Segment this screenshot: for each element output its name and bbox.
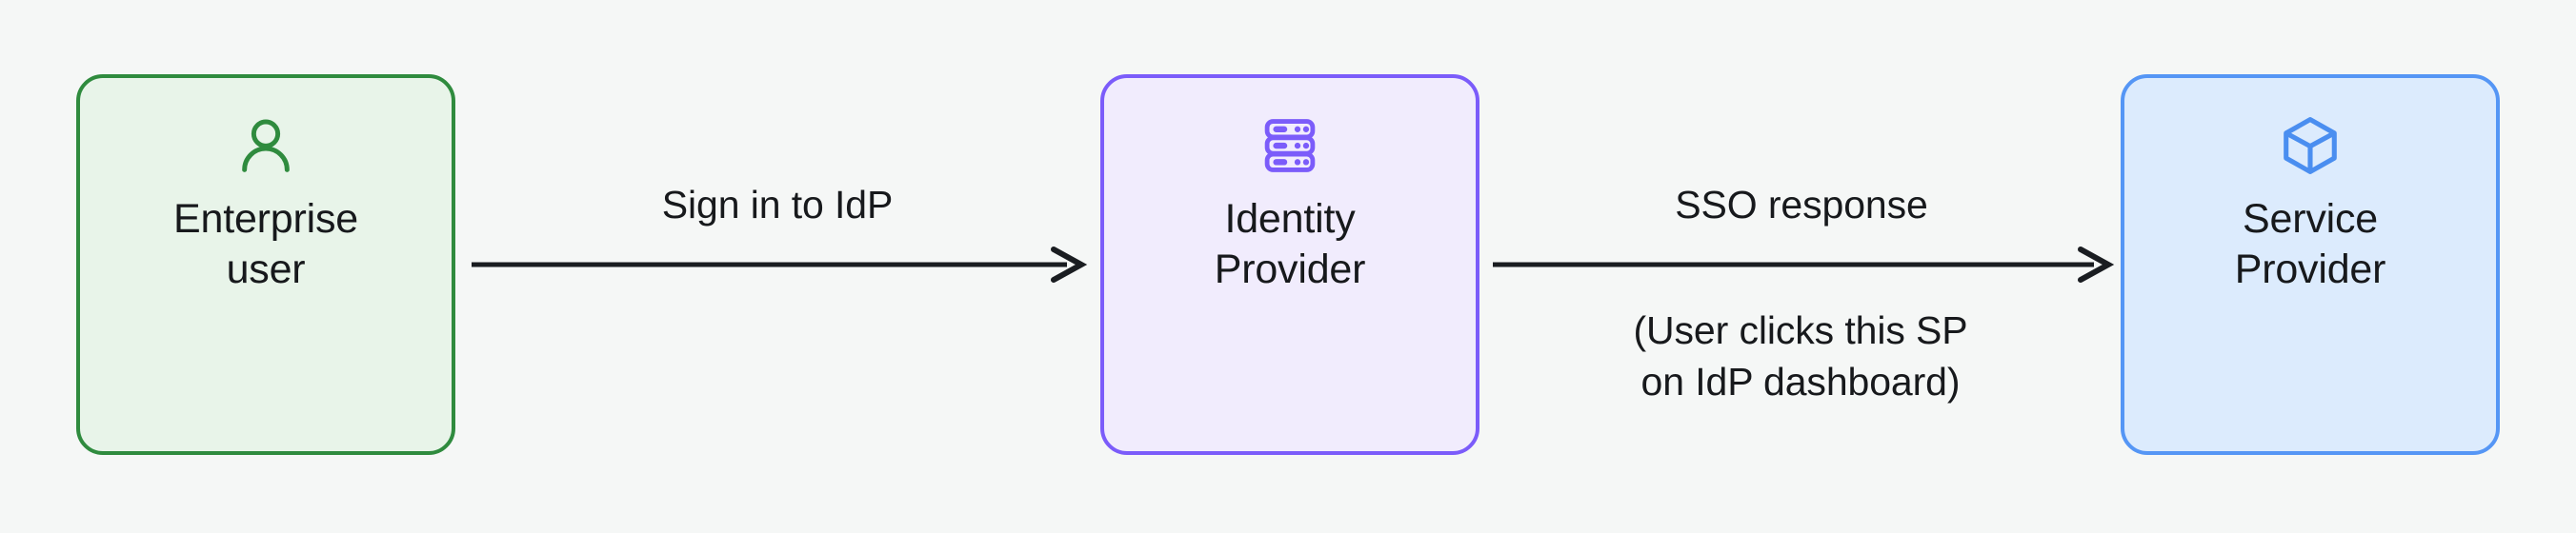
user-icon (231, 110, 301, 181)
cube-icon (2275, 110, 2345, 181)
node-label-service-provider: Service Provider (2234, 196, 2386, 293)
node-service-provider[interactable]: Service Provider (2121, 74, 2500, 455)
arrow-user-to-idp (467, 238, 1088, 295)
server-icon (1255, 110, 1325, 181)
node-identity-provider[interactable]: Identity Provider (1100, 74, 1479, 455)
edge-label-sign-in-to-idp: Sign in to IdP (661, 183, 894, 227)
edge-sublabel-user-clicks-sp: (User clicks this SP on IdP dashboard) (1633, 308, 1968, 405)
edge-label-sso-response: SSO response (1675, 183, 1928, 227)
node-label-identity-provider: Identity Provider (1214, 196, 1366, 293)
arrow-idp-to-sp (1488, 238, 2115, 295)
node-label-enterprise-user: Enterprise user (173, 196, 358, 293)
node-enterprise-user[interactable]: Enterprise user (76, 74, 455, 455)
